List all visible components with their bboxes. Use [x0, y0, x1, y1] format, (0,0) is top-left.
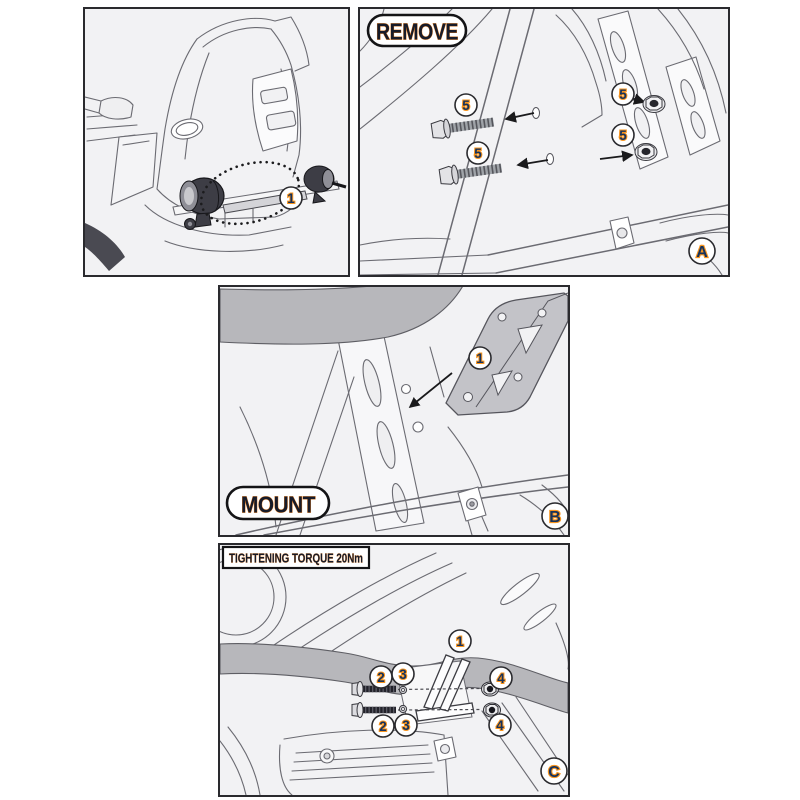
mount-label-text: MOUNT	[241, 491, 315, 517]
callout-number: 1	[476, 351, 484, 366]
callout-number: 5	[474, 146, 482, 161]
front-tire-art	[85, 223, 125, 271]
callout-number: 3	[399, 667, 407, 682]
frame-art	[235, 326, 568, 535]
bolt-bottom	[351, 702, 396, 718]
callout-bolt-top: 5	[454, 93, 478, 117]
callout-nut-top: 4	[489, 666, 513, 690]
torque-label-text: TIGHTENING TORQUE 20Nm	[229, 551, 363, 566]
highlight-dotted-ellipse	[199, 160, 301, 226]
callout-nut-bottom: 5	[611, 123, 635, 147]
bolt-hole-bottom	[546, 153, 554, 165]
panel-letter-text: B	[549, 509, 561, 526]
assembly-axis-bottom	[397, 708, 483, 711]
callout-washer-top: 3	[391, 662, 415, 686]
spotlight-right	[303, 165, 347, 204]
mount-drawing: 1 MOUNT B	[220, 287, 568, 535]
crash-bar-art	[220, 287, 463, 345]
callout-washer-bottom: 3	[394, 713, 418, 737]
torque-label: TIGHTENING TORQUE 20Nm	[221, 545, 371, 570]
callout-number: 5	[619, 87, 627, 102]
panel-letter-b: B	[541, 502, 568, 530]
panel-mount: 1 MOUNT B	[218, 285, 570, 537]
frame-closeup-art	[360, 9, 728, 275]
callout-number: 3	[402, 718, 410, 733]
panel-torque: 1 2 2 3 3 4 4	[218, 543, 570, 797]
overview-drawing: 1	[85, 16, 347, 271]
bracket-fins-art	[415, 654, 475, 722]
callout-number: 5	[462, 98, 470, 113]
arrow-icon	[516, 157, 549, 170]
callout-number: 1	[287, 191, 295, 206]
spotlight-left	[179, 177, 225, 230]
callout-bolt-bottom: 2	[371, 714, 395, 738]
bolt-top	[430, 117, 495, 139]
panel-remove: 5 5 5 5 REMOVE A	[358, 7, 730, 277]
mount-label: MOUNT	[225, 485, 331, 521]
arrow-icon	[408, 372, 453, 409]
callout-bolt-bottom: 5	[466, 141, 490, 165]
washer-bottom	[398, 704, 408, 714]
arrow-icon	[599, 150, 634, 163]
motorcycle-front-art	[85, 16, 340, 252]
remove-drawing: 5 5 5 5 REMOVE A	[360, 9, 728, 275]
callout-bracket-1: 1	[468, 346, 492, 370]
panel-letter-a: A	[688, 237, 716, 265]
panel-letter-text: C	[548, 764, 560, 781]
callout-bar-1: 1	[448, 629, 472, 653]
bracket-part-1	[445, 292, 568, 416]
bolt-top	[351, 681, 396, 697]
panel-overview: 1	[83, 7, 350, 277]
callout-nut-top: 5	[611, 82, 635, 106]
callout-number: 1	[456, 634, 464, 649]
nut-bottom	[634, 143, 658, 161]
callout-number: 2	[377, 670, 385, 685]
callout-kit-1: 1	[279, 186, 303, 210]
bolt-bottom	[438, 163, 503, 185]
remove-label-text: REMOVE	[376, 18, 458, 44]
remove-label: REMOVE	[366, 13, 468, 48]
torque-drawing: 1 2 2 3 3 4 4	[220, 545, 568, 795]
assembly-axis-top	[397, 687, 481, 691]
front-end-art	[220, 546, 568, 795]
callout-number: 4	[497, 671, 505, 686]
callout-number: 2	[379, 719, 387, 734]
callout-number: 4	[496, 718, 504, 733]
arrow-icon	[504, 111, 535, 123]
callout-nut-bottom: 4	[488, 713, 512, 737]
nut-top	[642, 95, 666, 113]
panel-letter-c: C	[540, 757, 568, 785]
washer-top	[398, 685, 408, 695]
nut-bottom	[483, 702, 501, 718]
callout-bolt-top: 2	[369, 665, 393, 689]
callout-number: 5	[619, 128, 627, 143]
panel-letter-text: A	[696, 244, 708, 261]
